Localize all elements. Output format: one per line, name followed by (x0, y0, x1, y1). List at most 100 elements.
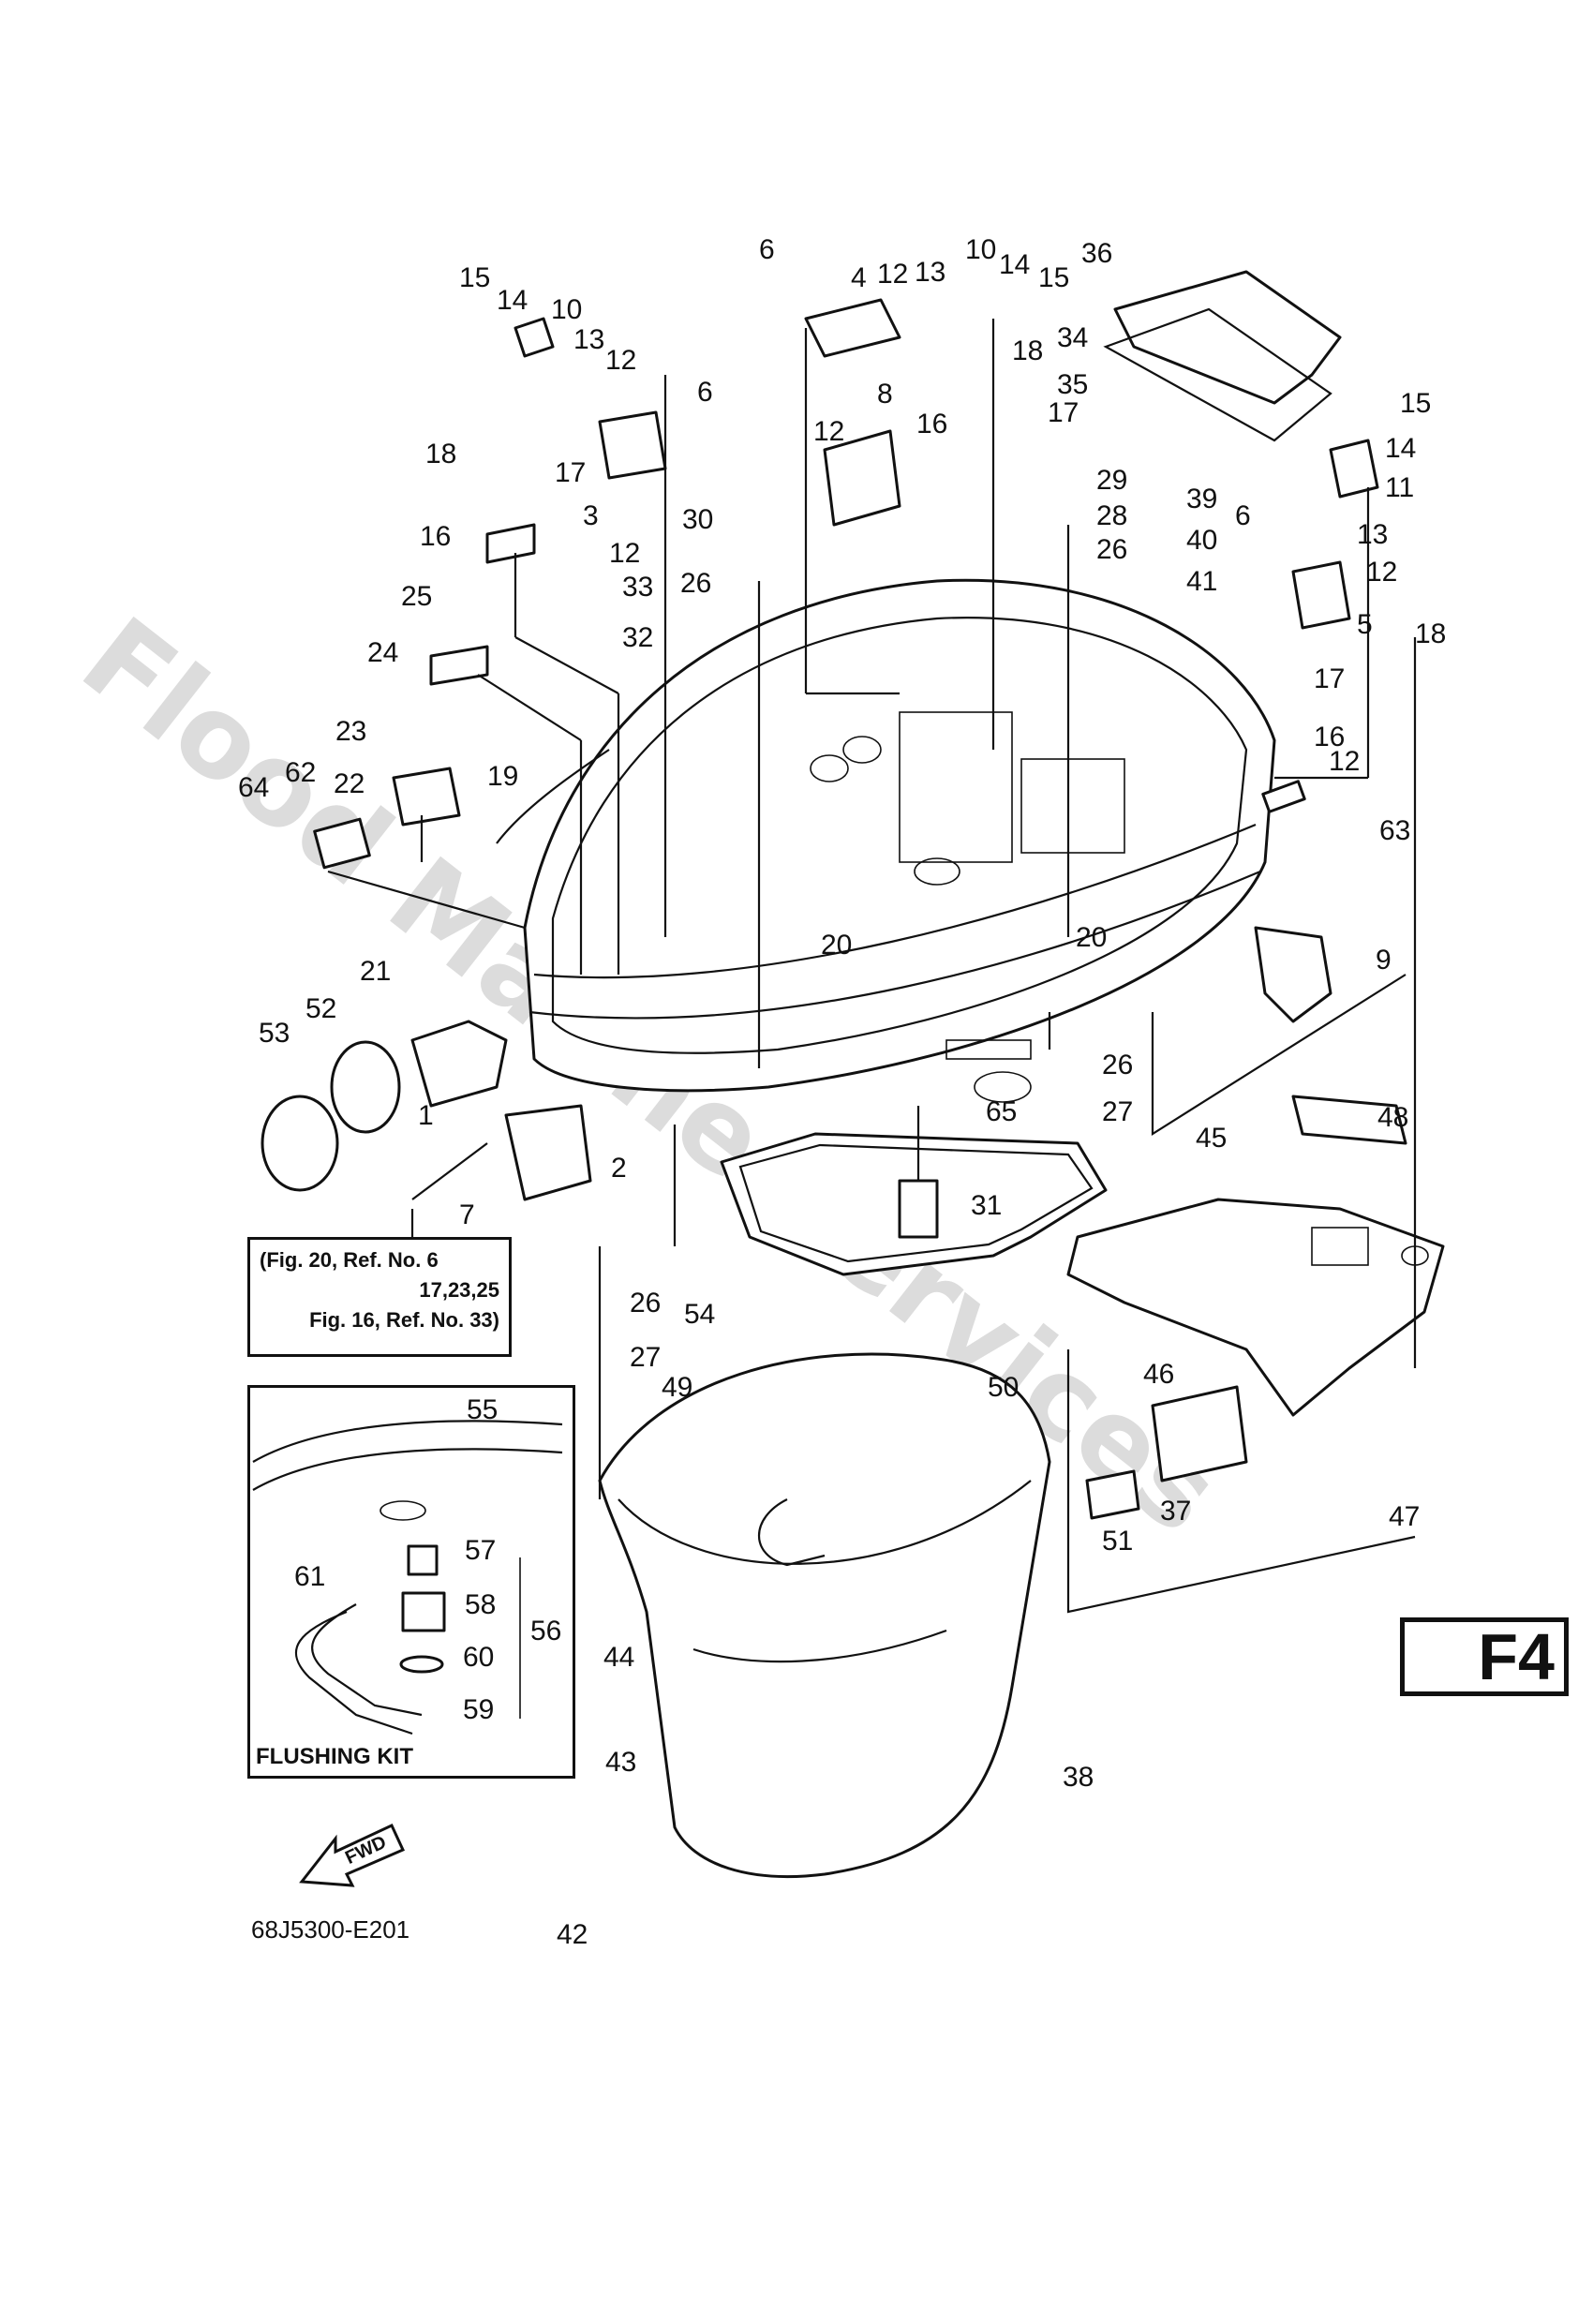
callout-43: 43 (605, 1747, 636, 1778)
callout-labels: 1 2 3 4 5 6 6 6 7 8 9 10 10 11 12 12 12 … (238, 234, 1446, 1950)
callout-56: 56 (530, 1616, 561, 1646)
callout-57: 57 (465, 1535, 496, 1566)
callout-15c: 15 (1400, 388, 1431, 419)
callout-17b: 17 (1048, 397, 1079, 428)
callout-13c: 13 (1357, 519, 1388, 550)
callout-30: 30 (682, 504, 713, 535)
callout-15b: 15 (1038, 262, 1069, 293)
callout-15a: 15 (459, 262, 490, 293)
note-line-1: (Fig. 20, Ref. No. 6 (260, 1248, 439, 1272)
callout-23: 23 (335, 716, 366, 747)
callout-54: 54 (684, 1299, 715, 1330)
callout-39: 39 (1186, 484, 1217, 514)
fwd-arrow-icon: FWD (299, 1824, 406, 1887)
callout-33: 33 (622, 572, 653, 603)
bottom-shell-38 (598, 1352, 1051, 1878)
callout-58: 58 (465, 1589, 496, 1620)
callout-59: 59 (463, 1694, 494, 1725)
callout-32: 32 (622, 622, 653, 653)
callout-26a: 26 (680, 568, 711, 599)
callout-12f: 12 (1329, 746, 1360, 777)
callout-13a: 13 (573, 324, 604, 355)
callout-51: 51 (1102, 1526, 1133, 1557)
bracket-45 (1066, 1198, 1445, 1417)
callout-22: 22 (334, 768, 365, 799)
callout-38: 38 (1063, 1762, 1094, 1793)
callout-27a: 27 (1102, 1096, 1133, 1127)
flushing-kit-label: FLUSHING KIT (256, 1744, 413, 1769)
callout-2: 2 (611, 1153, 627, 1184)
callout-21: 21 (360, 956, 391, 987)
callout-20a: 20 (821, 930, 852, 961)
callout-1: 1 (418, 1100, 434, 1131)
doc-code: 68J5300-E201 (251, 1915, 410, 1944)
callout-16a: 16 (420, 521, 451, 552)
callout-37: 37 (1160, 1496, 1191, 1527)
callout-45: 45 (1196, 1123, 1227, 1154)
callout-28: 28 (1096, 500, 1127, 531)
callout-6a: 6 (759, 234, 775, 265)
callout-31: 31 (971, 1190, 1002, 1221)
callout-41: 41 (1186, 566, 1217, 597)
callout-24: 24 (367, 637, 398, 668)
callout-12a: 12 (609, 538, 640, 569)
callout-53: 53 (259, 1018, 290, 1049)
callout-48: 48 (1377, 1102, 1408, 1133)
callout-25: 25 (401, 581, 432, 612)
callout-62: 62 (285, 757, 316, 788)
callout-60: 60 (463, 1642, 494, 1673)
callout-8: 8 (877, 379, 893, 410)
callout-18b: 18 (1012, 335, 1043, 366)
callout-7: 7 (459, 1199, 475, 1230)
callout-16c: 16 (1314, 722, 1345, 752)
flushing-kit-inset: FLUSHING KIT (247, 1385, 575, 1779)
callout-61: 61 (294, 1561, 325, 1592)
callout-19: 19 (487, 761, 518, 792)
callout-10b: 10 (551, 294, 582, 325)
callout-16b: 16 (916, 409, 947, 439)
flushing-kit-drawing (252, 1420, 563, 1736)
small-parts (261, 298, 1407, 1567)
callout-11: 11 (1385, 472, 1414, 503)
bottom-cowling (523, 578, 1276, 1103)
callout-17c: 17 (1314, 663, 1345, 694)
callout-14a: 14 (497, 285, 528, 316)
callout-52: 52 (305, 993, 336, 1024)
callout-14c: 14 (1385, 433, 1416, 464)
callout-10a: 10 (965, 234, 996, 265)
callout-3: 3 (583, 500, 599, 531)
reference-note: (Fig. 20, Ref. No. 6 17,23,25 Fig. 16, R… (247, 1237, 512, 1357)
callout-26d: 26 (630, 1288, 661, 1318)
callout-18c: 18 (1415, 618, 1446, 649)
plate-34 (1103, 270, 1342, 442)
callout-13b: 13 (915, 257, 945, 288)
callout-34: 34 (1057, 322, 1088, 353)
callout-44: 44 (603, 1642, 634, 1673)
callout-50: 50 (988, 1372, 1019, 1403)
callout-14b: 14 (999, 249, 1030, 280)
callout-12c: 12 (877, 259, 908, 290)
callout-63: 63 (1379, 815, 1410, 846)
callout-6b: 6 (697, 377, 713, 408)
callout-12b: 12 (605, 345, 636, 376)
callout-5: 5 (1357, 609, 1373, 640)
callout-64: 64 (238, 772, 269, 803)
callout-35: 35 (1057, 369, 1088, 400)
callout-29: 29 (1096, 465, 1127, 496)
page-code: F4 (1400, 1617, 1569, 1696)
callout-20b: 20 (1076, 922, 1107, 953)
leader-lines (327, 319, 1417, 1614)
callout-46: 46 (1143, 1359, 1174, 1390)
callout-36: 36 (1081, 238, 1112, 269)
callout-18a: 18 (425, 439, 456, 469)
callout-42: 42 (557, 1919, 588, 1950)
callout-17a: 17 (555, 457, 586, 488)
callout-4: 4 (851, 262, 867, 293)
callout-40: 40 (1186, 525, 1217, 556)
callout-12d: 12 (813, 416, 844, 447)
note-line-2: 17,23,25 (419, 1278, 499, 1302)
callout-26b: 26 (1096, 534, 1127, 565)
callout-12e: 12 (1366, 557, 1397, 588)
callout-27b: 27 (630, 1342, 661, 1373)
